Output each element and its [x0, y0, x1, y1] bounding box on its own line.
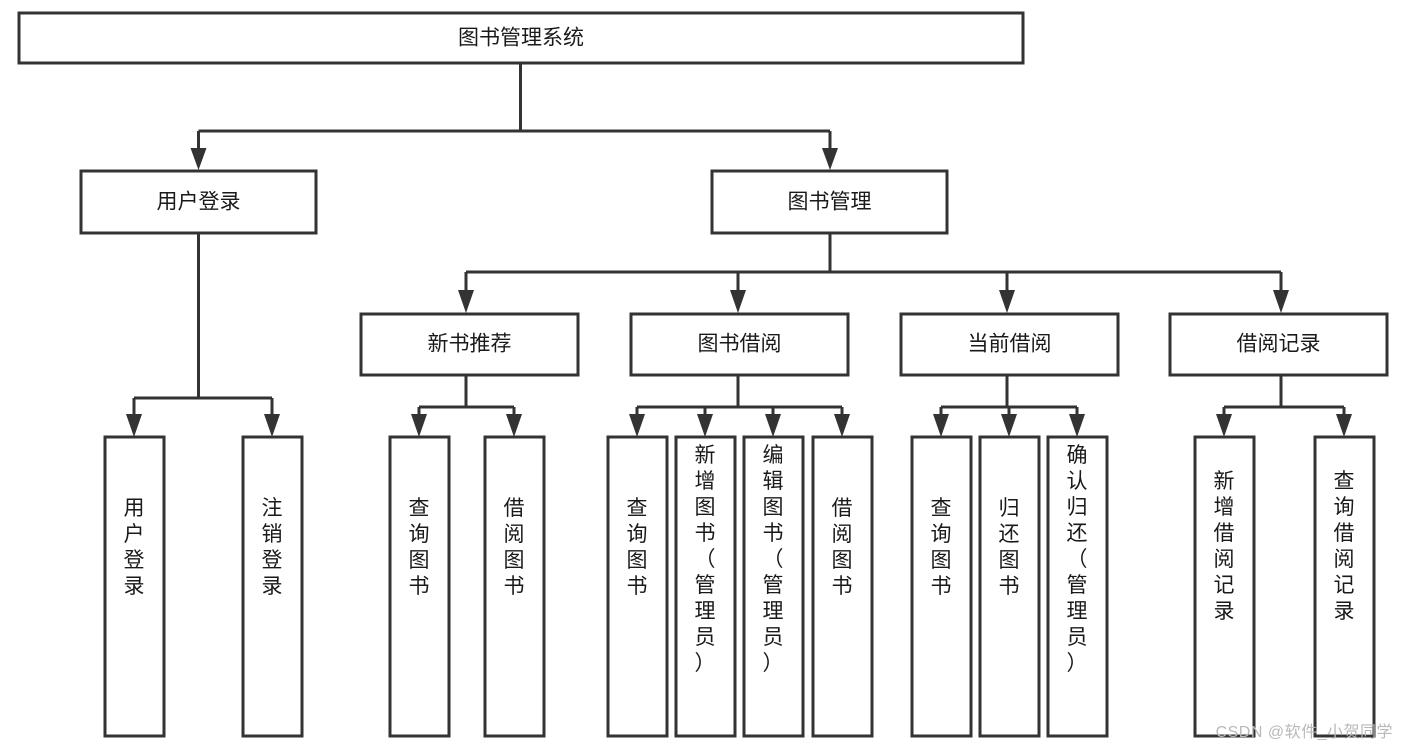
node-leaf-query-book-1[interactable]: 查询图书 — [388, 435, 451, 738]
node-user-login[interactable]: 用户登录 — [79, 169, 318, 235]
node-borrow-record-label: 借阅记录 — [1237, 333, 1321, 356]
node-current-borrow[interactable]: 当前借阅 — [899, 312, 1120, 377]
connectors-borrow-record-to-leaves — [1216, 375, 1352, 437]
node-book-borrow[interactable]: 图书借阅 — [629, 312, 850, 377]
node-leaf-borrow-book-2[interactable]: 借阅图书 — [811, 435, 874, 738]
node-leaf-borrow-book-1-label: 借阅图书 — [504, 497, 525, 598]
arrowhead-leaf-add-book — [697, 414, 713, 437]
node-leaf-return-book[interactable]: 归还图书 — [978, 435, 1041, 738]
arrowhead-leaf-query-book-2 — [629, 414, 645, 437]
node-leaf-add-book-label: 新增图书（管理员） — [695, 444, 716, 675]
node-leaf-add-record[interactable]: 新增借阅记录 — [1193, 435, 1256, 738]
node-leaf-add-record-box[interactable] — [1193, 435, 1256, 738]
arrowhead-book-borrow — [730, 290, 746, 313]
node-borrow-record-box[interactable] — [1168, 312, 1389, 377]
arrowhead-leaf-logout — [264, 414, 280, 437]
arrowhead-current-borrow — [999, 290, 1015, 313]
node-user-login-box[interactable] — [79, 169, 318, 235]
node-root-label: 图书管理系统 — [458, 27, 584, 50]
node-book-manage-box[interactable] — [710, 169, 949, 235]
node-new-book-rec[interactable]: 新书推荐 — [359, 312, 580, 377]
node-leaf-query-book-1-box[interactable] — [388, 435, 451, 738]
connectors-current-borrow-to-leaves — [933, 375, 1085, 437]
node-leaf-add-record-label: 新增借阅记录 — [1214, 470, 1235, 623]
node-leaf-return-book-box[interactable] — [978, 435, 1041, 738]
node-leaf-query-record-label: 查询借阅记录 — [1334, 470, 1355, 623]
node-leaf-query-record-box[interactable] — [1313, 435, 1376, 738]
arrowhead-leaf-borrow-book-1 — [506, 414, 522, 437]
node-leaf-logout[interactable]: 注销登录 — [241, 435, 304, 738]
node-leaf-query-book-2-box[interactable] — [606, 435, 669, 738]
node-leaf-add-book-box[interactable] — [674, 435, 737, 738]
node-current-borrow-label: 当前借阅 — [968, 333, 1052, 356]
node-book-borrow-box[interactable] — [629, 312, 850, 377]
arrowhead-leaf-confirm-return — [1069, 414, 1085, 437]
node-root-box[interactable] — [17, 11, 1025, 65]
node-leaf-add-book[interactable]: 新增图书（管理员） — [674, 435, 737, 738]
arrowhead-leaf-query-book-3 — [933, 414, 949, 437]
node-leaf-query-book-3[interactable]: 查询图书 — [910, 435, 973, 738]
node-leaf-return-book-label: 归还图书 — [999, 497, 1020, 598]
node-leaf-borrow-book-1-box[interactable] — [483, 435, 546, 738]
arrowhead-borrow-record — [1273, 290, 1289, 313]
arrowhead-leaf-borrow-book-2 — [834, 414, 850, 437]
connectors-book-borrow-to-leaves — [629, 375, 850, 437]
node-root[interactable]: 图书管理系统 — [17, 11, 1025, 65]
node-leaf-logout-label: 注销登录 — [262, 497, 283, 598]
arrowhead-leaf-return-book — [1001, 414, 1017, 437]
node-leaf-user-login-label: 用户登录 — [124, 497, 145, 598]
node-user-login-label: 用户登录 — [157, 191, 241, 214]
csdn-watermark: CSDN @软件_小贺同学 — [1215, 724, 1393, 741]
arrowhead-leaf-query-record — [1336, 414, 1352, 437]
node-book-manage[interactable]: 图书管理 — [710, 169, 949, 235]
node-borrow-record[interactable]: 借阅记录 — [1168, 312, 1389, 377]
arrowhead-new-book-rec — [458, 290, 474, 313]
node-new-book-rec-label: 新书推荐 — [428, 333, 512, 356]
node-new-book-rec-box[interactable] — [359, 312, 580, 377]
node-leaf-query-book-3-box[interactable] — [910, 435, 973, 738]
arrowhead-leaf-user-login — [126, 414, 142, 437]
node-leaf-borrow-book-1[interactable]: 借阅图书 — [483, 435, 546, 738]
arrowhead-user-login — [190, 148, 207, 170]
node-book-borrow-label: 图书借阅 — [698, 333, 782, 356]
node-leaf-query-book-3-label: 查询图书 — [931, 497, 952, 598]
node-leaf-logout-box[interactable] — [241, 435, 304, 738]
node-leaf-confirm-return[interactable]: 确认归还（管理员） — [1046, 435, 1109, 738]
connectors-new-book-rec-to-leaves — [411, 375, 522, 437]
node-leaf-query-record[interactable]: 查询借阅记录 — [1313, 435, 1376, 738]
node-leaf-query-book-1-label: 查询图书 — [409, 497, 430, 598]
node-leaf-borrow-book-2-box[interactable] — [811, 435, 874, 738]
node-leaf-user-login[interactable]: 用户登录 — [103, 435, 166, 738]
node-leaf-edit-book[interactable]: 编辑图书（管理员） — [742, 435, 805, 738]
node-leaf-edit-book-box[interactable] — [742, 435, 805, 738]
node-current-borrow-box[interactable] — [899, 312, 1120, 377]
node-leaf-query-book-2-label: 查询图书 — [627, 497, 648, 598]
arrowhead-leaf-add-record — [1216, 414, 1232, 437]
node-leaf-query-book-2[interactable]: 查询图书 — [606, 435, 669, 738]
node-leaf-borrow-book-2-label: 借阅图书 — [832, 497, 853, 598]
node-leaf-edit-book-label: 编辑图书（管理员） — [763, 444, 784, 675]
node-leaf-confirm-return-box[interactable] — [1046, 435, 1109, 738]
arrowhead-book-manage — [822, 148, 838, 170]
connectors-user-login-to-leaves — [126, 233, 280, 437]
node-leaf-user-login-box[interactable] — [103, 435, 166, 738]
node-book-manage-label: 图书管理 — [788, 191, 872, 214]
connectors-book-manage-to-level3 — [458, 233, 1289, 313]
connectors-root-to-level2 — [190, 63, 838, 170]
arrowhead-leaf-query-book-1 — [411, 414, 427, 437]
arrowhead-leaf-edit-book — [765, 414, 781, 437]
node-leaf-confirm-return-label: 确认归还（管理员） — [1067, 444, 1088, 675]
